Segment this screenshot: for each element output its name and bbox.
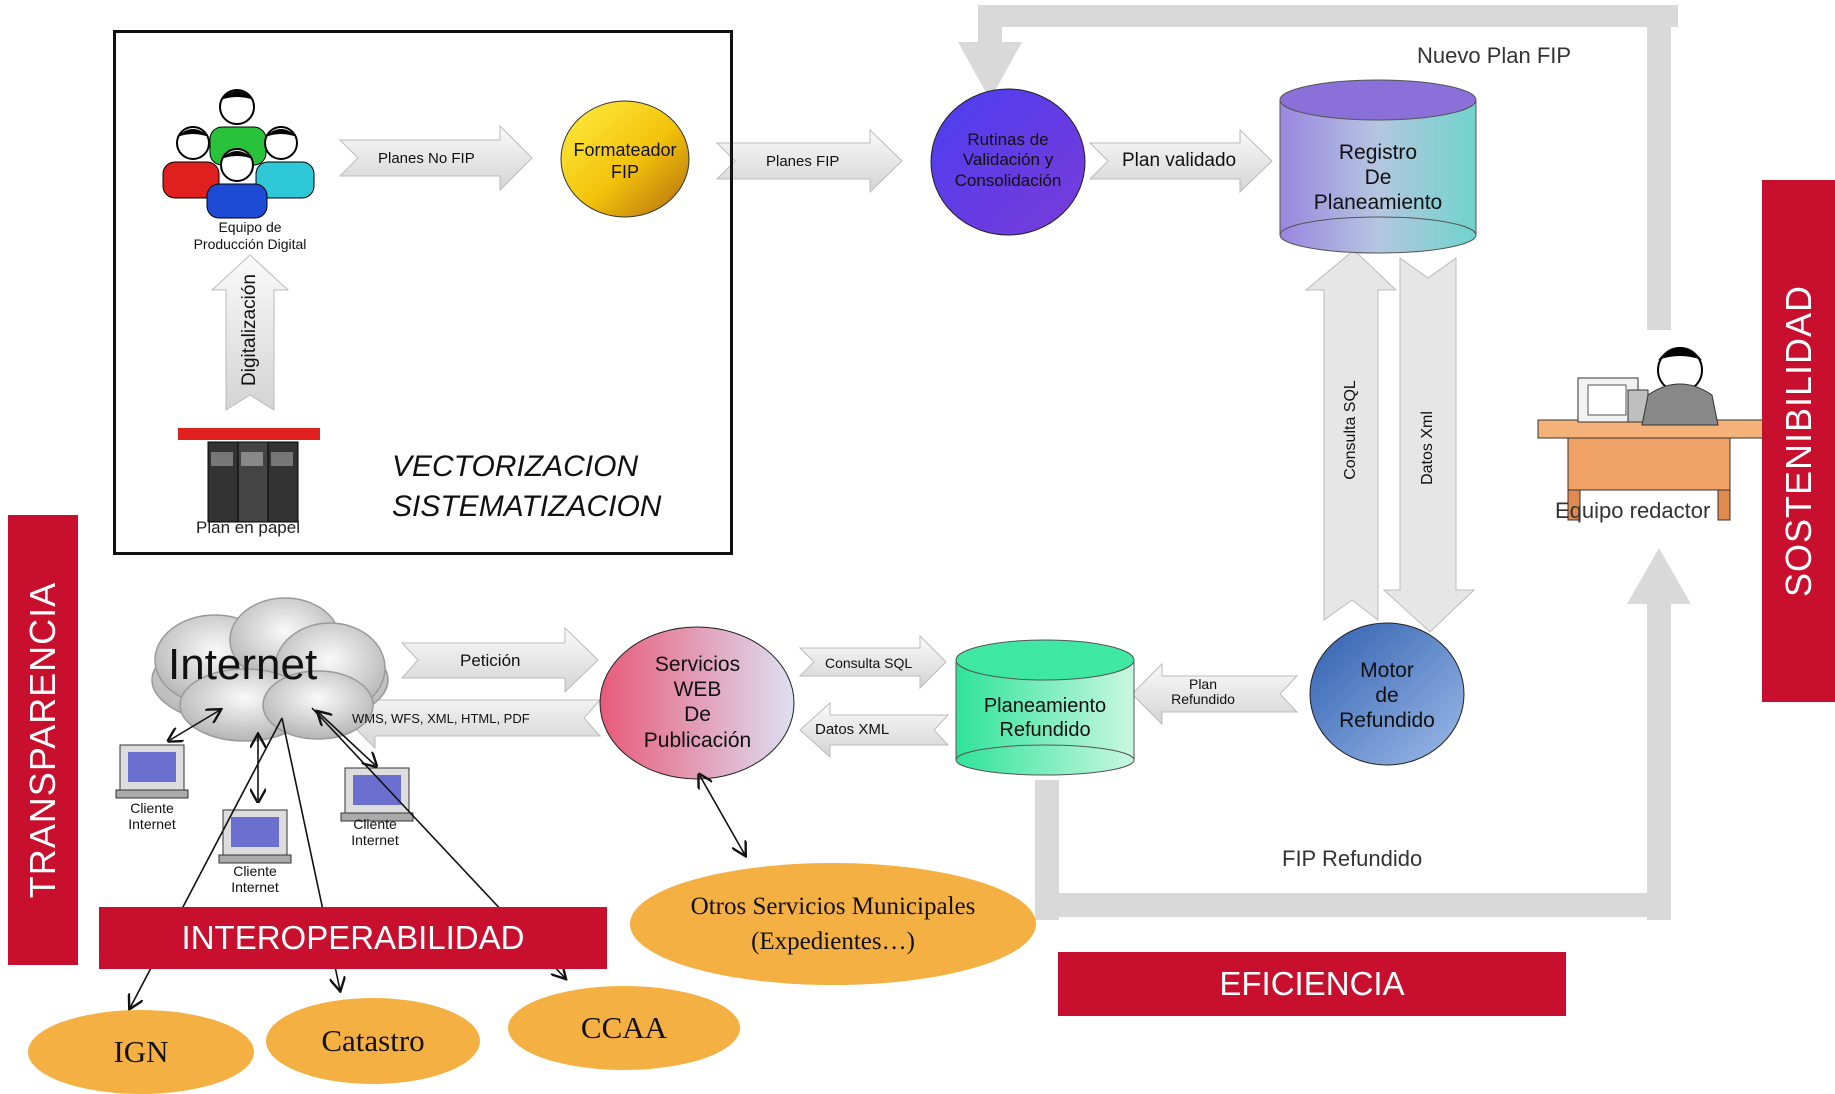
motor-node <box>1309 622 1465 766</box>
client-center-label-line1: Cliente <box>233 863 277 879</box>
rutinas-label: Rutinas de Validación y Consolidación <box>918 130 1098 191</box>
client-right-label-line1: Cliente <box>353 816 397 832</box>
client-right-label-line2: Internet <box>351 832 399 849</box>
registro-cylinder <box>1279 79 1477 254</box>
paper-plan-icon <box>178 428 320 523</box>
servicios-label-line1: Servicios <box>654 653 741 676</box>
client-left-label-line2: Internet <box>128 816 176 833</box>
ign-oval: IGN <box>28 1010 254 1094</box>
formateador-node <box>560 100 690 218</box>
vectorizacion-line1: VECTORIZACION <box>392 450 639 483</box>
otros-servicios-line2: (Expedientes…) <box>751 928 915 955</box>
arrow-peticion <box>400 626 599 694</box>
datos-xml-horizontal-label: Datos XML <box>815 721 890 738</box>
paper-plan-label: Plan en papel <box>196 518 300 537</box>
client-left-label-line1: Cliente <box>130 800 174 816</box>
client-center-label-line2: Internet <box>231 879 279 896</box>
arrow-consulta-sql-h <box>798 634 947 690</box>
transparencia-band: TRANSPARENCIA <box>8 515 78 965</box>
production-team-icon <box>162 89 315 219</box>
client-computer-center <box>218 809 292 864</box>
production-team-label: Equipo de Producción Digital <box>150 219 350 253</box>
sostenibilidad-band: SOSTENIBILIDAD <box>1762 180 1835 702</box>
arrow-planes-no-fip <box>338 124 533 192</box>
registro-label-line2: De <box>1364 166 1392 190</box>
rutinas-label-line2: Validación y <box>962 150 1054 170</box>
registro-label-line3: Planeamiento <box>1313 191 1443 215</box>
feedback-loop-top <box>958 5 1678 330</box>
otros-servicios-line1: Otros Servicios Municipales <box>690 893 976 920</box>
fip-refundido-label: FIP Refundido <box>1282 846 1423 871</box>
rutinas-node <box>930 88 1086 236</box>
vectorizacion-line2: SISTEMATIZACION <box>392 490 662 523</box>
datos-xml-vertical-label: Datos Xml <box>1419 411 1436 485</box>
catastro-oval: Catastro <box>266 998 480 1084</box>
planeamiento-label: Planeamiento Refundido <box>950 694 1140 742</box>
client-right-label: Cliente Internet <box>325 816 425 848</box>
plan-refundido-arrow-line1: Plan <box>1188 676 1218 692</box>
consulta-sql-vertical-label: Consulta SQL <box>1342 380 1359 480</box>
nuevo-plan-label: Nuevo Plan FIP <box>1417 43 1572 68</box>
arrow-planes-fip <box>715 128 903 194</box>
plan-refundido-arrow-line2: Refundido <box>1171 690 1235 707</box>
motor-label: Motor de Refundido <box>1307 658 1467 734</box>
otros-servicios-oval: Otros Servicios Municipales (Expedientes… <box>630 863 1036 985</box>
consulta-sql-horizontal-label: Consulta SQL <box>825 655 913 671</box>
plan-refundido-arrow-label: Plan Refundido <box>1158 677 1248 706</box>
motor-label-line2: de <box>1375 684 1399 708</box>
peticion-label: Petición <box>460 651 521 670</box>
arrow-datos-xml-h <box>799 701 950 759</box>
servicios-label: Servicios WEB De Publicación <box>610 652 785 753</box>
editor-team-label: Equipo redactor <box>1555 498 1711 523</box>
client-computer-right <box>340 767 414 822</box>
planes-fip-label: Planes FIP <box>766 153 840 170</box>
planeamiento-label-line2: Refundido <box>999 719 1091 741</box>
planeamiento-label-line1: Planeamiento <box>983 695 1107 717</box>
eficiencia-band: EFICIENCIA <box>1058 952 1566 1016</box>
formateador-label: Formateador FIP <box>540 140 710 183</box>
formats-label: WMS, WFS, XML, HTML, PDF <box>352 711 530 726</box>
production-team-label-line1: Equipo de <box>218 219 282 235</box>
editor-team-icon <box>1537 347 1771 521</box>
client-computer-left <box>115 744 189 799</box>
servicios-label-line2: WEB <box>673 678 722 702</box>
planeamiento-cylinder <box>955 639 1135 776</box>
ccaa-oval: CCAA <box>508 986 740 1070</box>
registro-label: Registro De Planeamiento <box>1280 140 1476 216</box>
rutinas-label-line3: Consolidación <box>954 170 1062 190</box>
motor-label-line1: Motor <box>1360 659 1414 682</box>
planes-no-fip-label: Planes No FIP <box>378 150 475 167</box>
feedback-loop-bottom <box>1035 548 1691 920</box>
registro-label-line1: Registro <box>1338 141 1418 164</box>
motor-label-line3: Refundido <box>1339 709 1435 733</box>
digitalizacion-label: Digitalización <box>239 274 260 386</box>
internet-label: Internet <box>168 640 318 689</box>
client-center-label: Cliente Internet <box>205 863 305 895</box>
client-left-label: Cliente Internet <box>102 800 202 832</box>
formateador-label-line1: Formateador <box>573 140 677 160</box>
production-team-label-line2: Producción Digital <box>193 235 307 252</box>
transparencia-text: TRANSPARENCIA <box>22 581 63 899</box>
rutinas-label-line1: Rutinas de <box>967 130 1049 149</box>
sostenibilidad-text: SOSTENIBILIDAD <box>1777 284 1819 598</box>
formateador-label-line2: FIP <box>610 161 639 182</box>
arrow-plan-validado <box>1088 128 1273 194</box>
servicios-node <box>599 626 795 780</box>
servicios-label-line4: Publicación <box>643 728 752 752</box>
arrow-datos-xml-down <box>1382 257 1476 633</box>
servicios-label-line3: De <box>684 703 711 727</box>
vectorizacion-frame <box>113 30 733 555</box>
interoperabilidad-band: INTEROPERABILIDAD <box>99 907 607 969</box>
arrow-digitalizacion <box>210 254 290 411</box>
arrow-plan-refundido <box>1131 662 1299 726</box>
plan-validado-label: Plan validado <box>1122 150 1237 171</box>
arrow-consulta-sql-up <box>1304 249 1398 622</box>
